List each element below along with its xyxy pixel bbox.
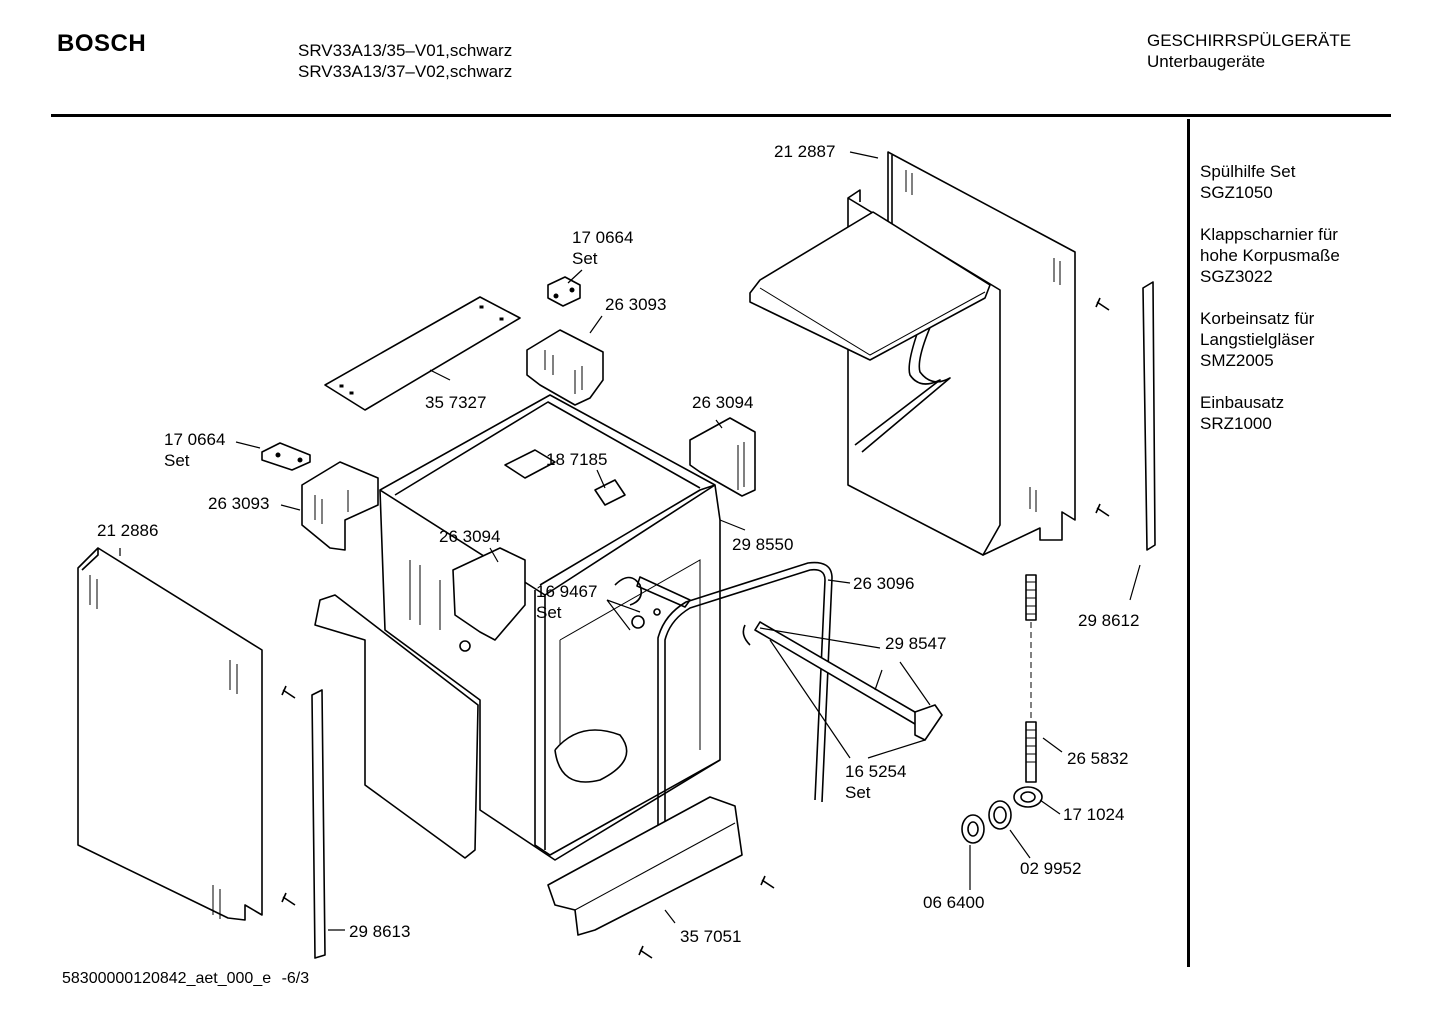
door-seal xyxy=(657,561,833,882)
clip-187185 xyxy=(594,479,626,506)
trim-strip-left xyxy=(311,689,326,959)
screw-icon xyxy=(638,945,653,959)
cover-263093-top xyxy=(526,329,604,406)
accessory-line: Langstielgläser xyxy=(1200,330,1315,349)
part-label: 29 8613 xyxy=(349,922,411,941)
hinge-bracket-top xyxy=(547,276,581,307)
part-label: 35 7327 xyxy=(425,393,487,412)
document-id: 58300000120842_aet_000_e -6/3 xyxy=(62,970,309,988)
part-label-set: Set xyxy=(536,603,562,622)
guide-rail xyxy=(742,621,943,741)
part-label: 16 9467 xyxy=(536,582,598,601)
screw-icon xyxy=(281,685,296,699)
part-label: 17 1024 xyxy=(1063,805,1125,824)
accessory-code: SGZ1050 xyxy=(1200,183,1273,202)
accessory-line: hohe Korpusmaße xyxy=(1200,246,1340,265)
screw-icon xyxy=(760,875,775,889)
part-label: 17 0664 xyxy=(164,430,226,449)
model-line-1: SRV33A13/35–V01,schwarz xyxy=(298,41,513,60)
foot-bolt-lower xyxy=(1025,721,1037,783)
part-label: 21 2886 xyxy=(97,521,159,540)
accessory-code: SMZ2005 xyxy=(1200,351,1274,370)
accessory-line: Spülhilfe Set xyxy=(1200,162,1296,181)
leader-lines xyxy=(119,151,1141,931)
part-label: 26 3093 xyxy=(605,295,667,314)
part-label-set: Set xyxy=(845,783,871,802)
sidebar-divider xyxy=(1187,119,1190,967)
model-line-2: SRV33A13/37–V02,schwarz xyxy=(298,62,513,81)
part-label: 29 8550 xyxy=(732,535,794,554)
trim-strip-right xyxy=(1142,281,1156,551)
part-label: 26 3093 xyxy=(208,494,270,513)
door-frame xyxy=(534,484,721,856)
dishwasher-tub xyxy=(379,394,721,861)
screw-icon xyxy=(1095,297,1110,311)
part-label: 02 9952 xyxy=(1020,859,1082,878)
header-divider xyxy=(51,114,1391,117)
hinge-bracket-left xyxy=(261,442,311,471)
cover-263094-center xyxy=(452,547,526,652)
accessory-code: SGZ3022 xyxy=(1200,267,1273,286)
part-label: 16 5254 xyxy=(845,762,907,781)
accessory-line: Klappscharnier für xyxy=(1200,225,1338,244)
accessory-line: Einbausatz xyxy=(1200,393,1285,412)
part-label: 26 5832 xyxy=(1067,749,1129,768)
part-label: 17 0664 xyxy=(572,228,634,247)
accessory-line: Korbeinsatz für xyxy=(1200,309,1315,328)
top-panel-right xyxy=(749,211,991,361)
part-label: 06 6400 xyxy=(923,893,985,912)
part-label: 29 8612 xyxy=(1078,611,1140,630)
foot-ring-029952 xyxy=(988,800,1012,830)
side-shield-left xyxy=(314,594,479,859)
screw-icon xyxy=(281,892,296,906)
screw-icon xyxy=(1095,503,1110,517)
base-plinth xyxy=(547,796,743,936)
part-label: 35 7051 xyxy=(680,927,742,946)
part-label: 26 3094 xyxy=(692,393,754,412)
part-label: 26 3096 xyxy=(853,574,915,593)
brand-logo: BOSCH xyxy=(57,30,147,57)
part-label-set: Set xyxy=(164,451,190,470)
side-panel-left xyxy=(77,547,263,921)
cover-263094-right xyxy=(689,417,756,497)
hose-clip-169467 xyxy=(614,576,691,629)
part-label: 29 8547 xyxy=(885,634,947,653)
cover-263093-left xyxy=(301,461,379,551)
foot-pad-066400 xyxy=(961,814,985,844)
category-title: GESCHIRRSPÜLGERÄTE xyxy=(1147,31,1352,50)
part-label-set: Set xyxy=(572,249,598,268)
top-plate xyxy=(324,296,521,411)
page-number: -6/3 xyxy=(281,970,310,987)
doc-id-text: 58300000120842_aet_000_e xyxy=(62,970,272,987)
part-label: 18 7185 xyxy=(546,450,608,469)
accessory-code: SRZ1000 xyxy=(1200,414,1272,433)
part-label: 26 3094 xyxy=(439,527,501,546)
part-label: 21 2887 xyxy=(774,142,836,161)
foot-nut-171024 xyxy=(1013,786,1043,808)
foot-bolt-upper xyxy=(1025,574,1037,621)
category-subtitle: Unterbaugeräte xyxy=(1147,52,1266,71)
